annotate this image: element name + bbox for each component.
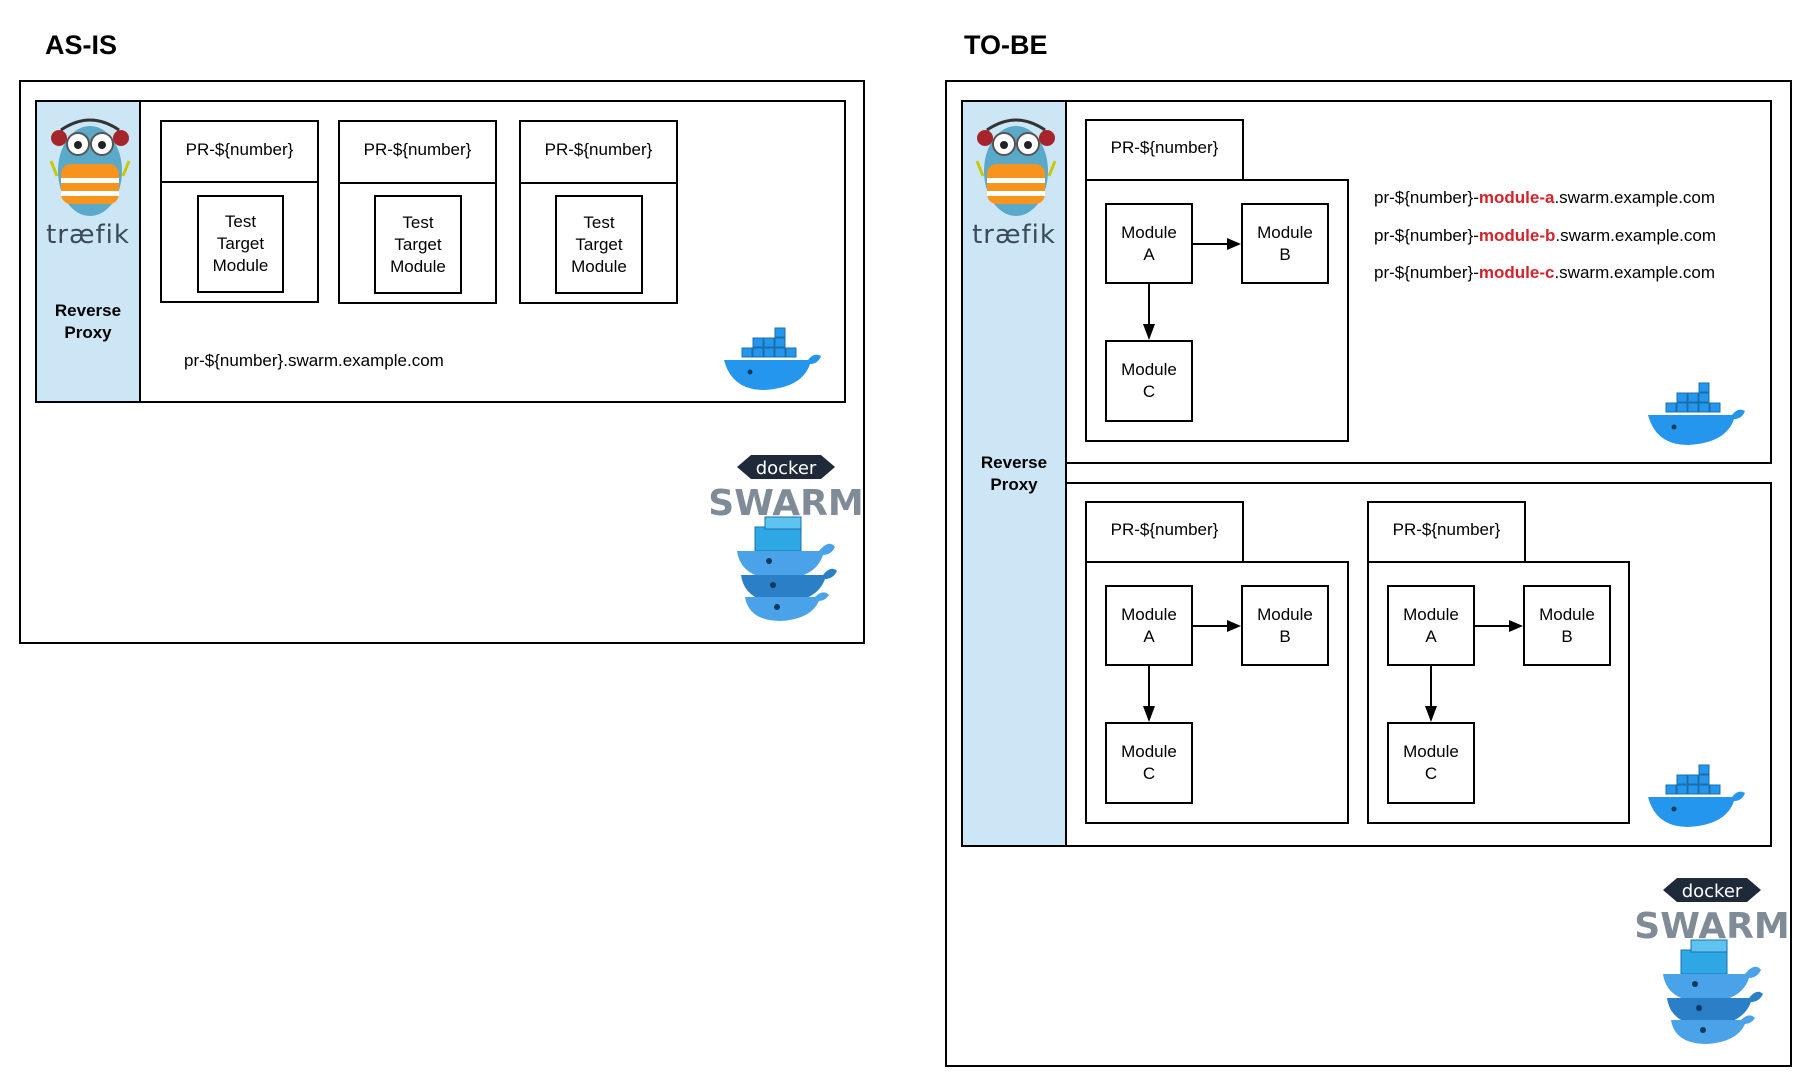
tab-divider bbox=[162, 181, 317, 183]
swarm-logo-docker-text: docker bbox=[756, 458, 817, 479]
module-b: Module B bbox=[1241, 585, 1329, 666]
docker-whale-icon bbox=[724, 327, 821, 390]
module-a: Module A bbox=[1105, 203, 1193, 284]
arrow-a-to-c bbox=[1425, 666, 1437, 722]
pr-tab-label: PR-${number} bbox=[1110, 520, 1219, 539]
docker-swarm-logo: docker SWARM bbox=[708, 447, 864, 623]
module-b: Module B bbox=[1241, 203, 1329, 284]
swarm-logo-docker-text: docker bbox=[1682, 881, 1743, 902]
traefik-gopher-icon bbox=[975, 118, 1057, 216]
to-be-heading: TO-BE bbox=[964, 30, 1048, 60]
module-c: Module C bbox=[1105, 340, 1193, 422]
pr-group: PR-${number} Test Target Module bbox=[519, 120, 678, 304]
traefik-logo-text: træfik bbox=[972, 220, 1056, 250]
pr-tab: PR-${number} bbox=[1085, 119, 1244, 181]
arrow-a-to-c bbox=[1143, 666, 1155, 722]
as-is-url: pr-${number}.swarm.example.com bbox=[184, 351, 444, 370]
pr-group: PR-${number} Test Target Module bbox=[338, 120, 497, 304]
tab-divider bbox=[340, 182, 495, 184]
module-c-url: pr-${number}-module-c.swarm.example.com bbox=[1374, 263, 1716, 282]
module-a: Module A bbox=[1105, 585, 1193, 666]
module-c: Module C bbox=[1387, 722, 1475, 804]
docker-swarm-logo: docker SWARM bbox=[1634, 870, 1790, 1046]
pr-tab-label: PR-${number} bbox=[1110, 138, 1219, 157]
as-is-reverse-proxy: træfik Reverse Proxy bbox=[35, 100, 141, 403]
traefik-gopher-icon bbox=[49, 118, 131, 216]
module-a-url: pr-${number}-module-a.swarm.example.com bbox=[1374, 188, 1716, 207]
pr-tab-label: PR-${number} bbox=[1392, 520, 1501, 539]
to-be-reverse-proxy: træfik Reverse Proxy bbox=[961, 100, 1067, 847]
arrow-a-to-b bbox=[1475, 620, 1523, 632]
pr-tab-label: PR-${number} bbox=[185, 140, 294, 159]
module-b-url: pr-${number}-module-b.swarm.example.com bbox=[1374, 226, 1716, 245]
arrow-a-to-b bbox=[1193, 238, 1241, 250]
module-a: Module A bbox=[1387, 585, 1475, 666]
module-b: Module B bbox=[1523, 585, 1611, 666]
module-c: Module C bbox=[1105, 722, 1193, 804]
arrow-a-to-c bbox=[1143, 284, 1155, 340]
as-is-heading: AS-IS bbox=[45, 30, 118, 60]
tab-divider bbox=[521, 182, 676, 184]
docker-whale-icon bbox=[1648, 382, 1745, 445]
test-target-module: Test Target Module bbox=[374, 195, 462, 294]
pr-tab: PR-${number} bbox=[1085, 501, 1244, 563]
docker-whale-icon bbox=[1648, 764, 1745, 827]
test-target-module: Test Target Module bbox=[555, 195, 643, 294]
traefik-logo-text: træfik bbox=[46, 220, 130, 250]
arrow-a-to-b bbox=[1193, 620, 1241, 632]
pr-tab: PR-${number} bbox=[1367, 501, 1526, 563]
pr-group: PR-${number} Test Target Module bbox=[160, 120, 319, 303]
pr-tab-label: PR-${number} bbox=[363, 140, 472, 159]
pr-tab-label: PR-${number} bbox=[544, 140, 653, 159]
reverse-proxy-label: Reverse Proxy bbox=[980, 453, 1048, 494]
test-target-module: Test Target Module bbox=[197, 195, 284, 293]
reverse-proxy-label: Reverse Proxy bbox=[54, 301, 122, 342]
